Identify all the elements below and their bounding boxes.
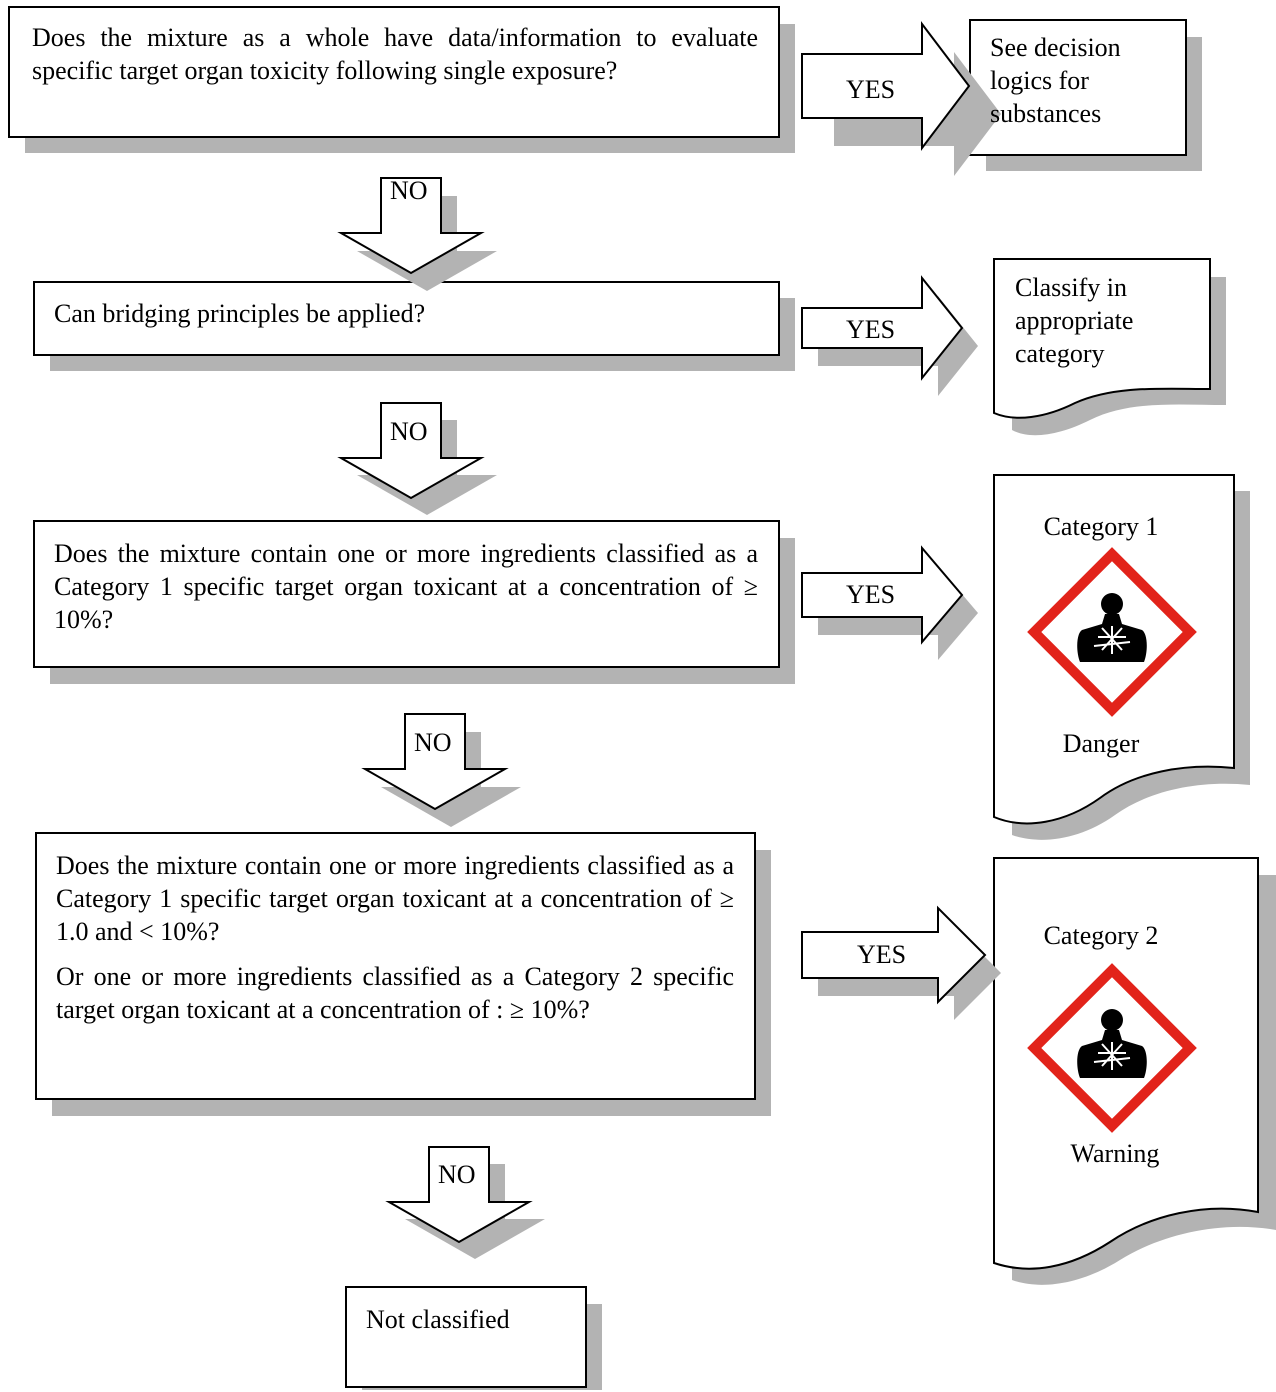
- question-box-2-frame: [33, 281, 795, 371]
- not-classified-text: Not classified: [366, 1305, 510, 1334]
- yes-arrow-4: [801, 905, 1001, 1020]
- yes-arrow-2: [801, 275, 978, 396]
- category2-health-hazard-pictogram: [1027, 963, 1197, 1133]
- question-3-text: Does the mixture contain one or more ing…: [54, 537, 758, 636]
- yes-label-3: YES: [846, 580, 896, 609]
- question-box-4-frame: [35, 832, 771, 1116]
- question-2-text: Can bridging principles be applied?: [54, 297, 754, 330]
- yes-label-2: YES: [846, 315, 896, 344]
- question-1-text: Does the mixture as a whole have data/in…: [32, 21, 758, 87]
- no-label-1: NO: [390, 176, 428, 205]
- yes-arrow-3: [801, 545, 978, 660]
- question-3-label: Does the mixture contain one or more ing…: [54, 539, 758, 634]
- category1-title: Category 1: [1043, 512, 1159, 541]
- bridging-document-frame: [993, 258, 1226, 436]
- question-4-label: Does the mixture contain one or more ing…: [56, 851, 734, 946]
- no-label-4: NO: [438, 1160, 476, 1189]
- substances-box-frame: [969, 19, 1202, 171]
- question-box-1-frame: [8, 6, 795, 153]
- question-box-3-frame: [33, 520, 795, 684]
- yes-arrow-1: [801, 21, 1001, 176]
- bridging-outcome-text: Classify in appropriate category: [1015, 273, 1134, 368]
- yes-label-4: YES: [857, 940, 907, 969]
- question-2-label: Can bridging principles be applied?: [54, 299, 426, 328]
- category1-signal-word: Danger: [1062, 729, 1140, 758]
- category1-health-hazard-pictogram: [1027, 547, 1197, 717]
- question-4-text: Does the mixture contain one or more ing…: [56, 849, 734, 1026]
- question-1-label: Does the mixture as a whole have data/in…: [32, 23, 758, 85]
- category2-signal-word: Warning: [1070, 1139, 1160, 1168]
- no-label-3: NO: [414, 728, 452, 757]
- yes-label-1: YES: [846, 75, 896, 104]
- substances-outcome-text: See decision logics for substances: [990, 33, 1121, 128]
- not-classified-box-frame: [345, 1286, 602, 1390]
- no-label-2: NO: [390, 417, 428, 446]
- category2-title: Category 2: [1043, 921, 1159, 950]
- question-4-label-2: Or one or more ingredients classified as…: [56, 962, 734, 1024]
